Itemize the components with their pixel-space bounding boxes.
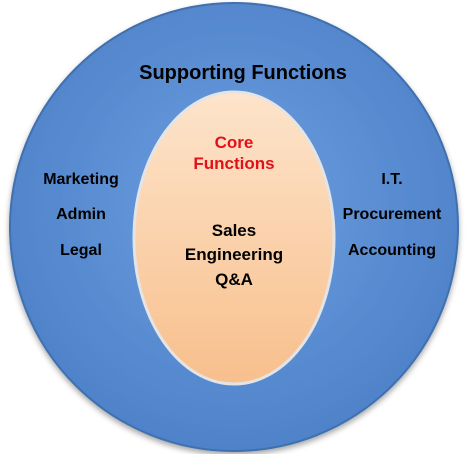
right-item-procurement: Procurement xyxy=(343,206,442,223)
core-functions-ellipse xyxy=(132,90,336,386)
core-item-sales: Sales xyxy=(212,221,256,240)
left-item-admin: Admin xyxy=(56,206,106,223)
left-item-legal: Legal xyxy=(60,242,102,259)
core-functions-title-line1: Core xyxy=(215,133,254,152)
right-item-accounting: Accounting xyxy=(348,242,436,259)
core-item-engineering: Engineering xyxy=(185,245,283,264)
left-item-marketing: Marketing xyxy=(43,171,119,188)
core-item-qa: Q&A xyxy=(215,270,253,289)
right-item-it: I.T. xyxy=(381,171,402,188)
supporting-functions-title: Supporting Functions xyxy=(139,62,347,84)
core-functions-title-line2: Functions xyxy=(193,154,274,173)
